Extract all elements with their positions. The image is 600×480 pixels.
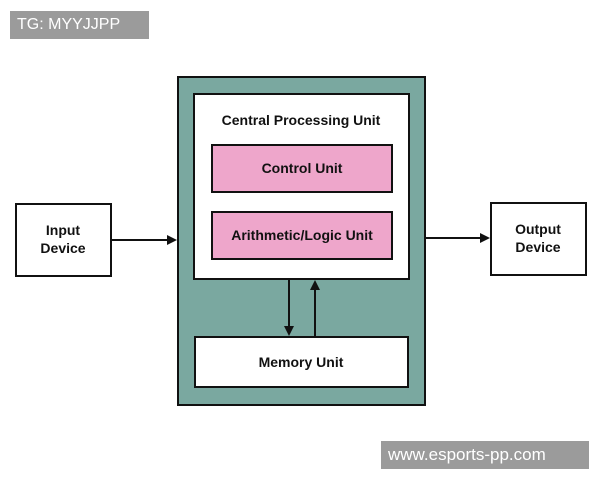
cpu-title: Central Processing Unit: [222, 112, 381, 128]
memory-unit-label: Memory Unit: [259, 354, 344, 370]
input-device-box: [15, 203, 112, 277]
watermark-bottom: www.esports-pp.com: [381, 441, 589, 469]
alu-box: [211, 211, 393, 260]
input-device-label-line2: Device: [40, 240, 85, 256]
control-unit-label: Control Unit: [262, 160, 343, 176]
watermark-top: TG: MYYJJPP: [10, 11, 149, 39]
alu-label: Arithmetic/Logic Unit: [231, 227, 373, 243]
memory-unit-box: [194, 336, 409, 388]
control-unit-box: [211, 144, 393, 193]
input-device-label-line1: Input: [46, 222, 81, 238]
output-device-label-line1: Output: [515, 221, 561, 237]
output-device-label-line2: Device: [515, 239, 560, 255]
output-device-box: [490, 202, 587, 276]
